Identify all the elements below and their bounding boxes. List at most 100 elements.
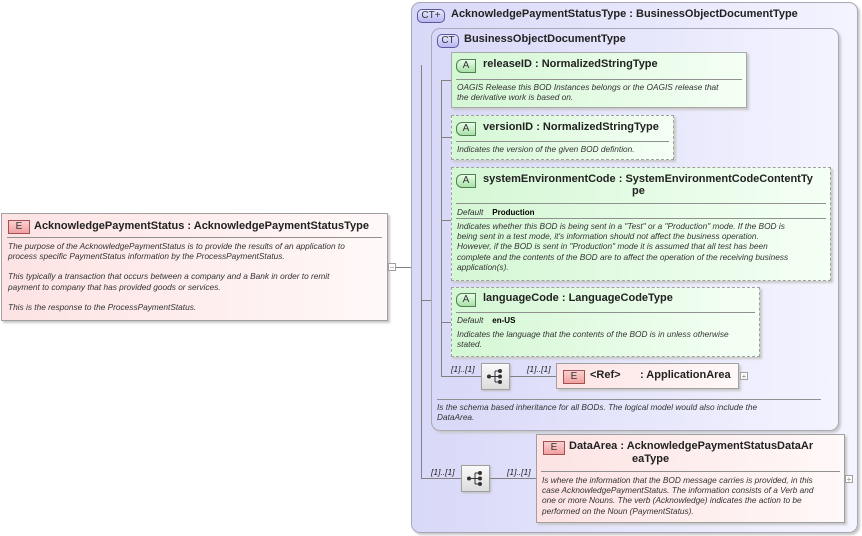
divider [456,203,826,204]
connector [510,376,556,377]
element-type: AcknowledgePaymentStatusDataAr [626,440,814,452]
attribute-name: systemEnvironmentCode [483,173,616,185]
attribute-type: NormalizedStringType [541,58,658,70]
divider [456,312,755,313]
default-label: Default [457,207,484,217]
element-badge: E [8,220,30,234]
element-type-continued: eaType [632,453,670,465]
connector [441,80,451,81]
attribute-description: Indicates the language that the contents… [457,329,729,349]
desc-line: Is where the information that the BOD me… [542,475,813,485]
desc-line: This is the response to the ProcessPayme… [8,301,197,312]
desc-line: stated. [457,339,482,350]
default-value: Production [492,208,535,217]
divider [456,141,669,142]
outer-type-title: AcknowledgePaymentStatusType : BusinessO… [451,8,798,20]
attribute-systemEnvironmentCode[interactable]: A systemEnvironmentCode : SystemEnvironm… [451,167,831,281]
connector [441,376,481,377]
attribute-name: versionID [483,121,534,133]
desc-line: payment to company that has provided goo… [8,281,221,292]
complex-type-extension-badge: CT+ [417,9,445,23]
sequence-icon[interactable] [481,363,510,390]
desc-line: However, if the BOD is sent in "Producti… [457,241,768,252]
connector [490,478,536,479]
attribute-type: SystemEnvironmentCodeContentTy [625,173,813,185]
multiplicity-label: [1]..[1] [527,364,551,374]
attribute-description: Indicates the version of the given BOD d… [457,144,635,154]
attribute-type: LanguageCodeType [568,292,673,304]
root-element-description: The purpose of the AcknowledgePaymentSta… [8,241,345,312]
divider [437,399,821,400]
connector [441,80,442,377]
divider [541,471,840,472]
divider [456,79,742,80]
desc-line: the derivative work is based on. [457,92,574,103]
default-row: Default Production [457,207,535,217]
root-element-box[interactable]: E AcknowledgePaymentStatus : Acknowledge… [1,213,388,321]
desc-line: complete and the contents of the BOD are… [457,251,789,262]
expand-button[interactable]: + [740,372,748,381]
attribute-title: systemEnvironmentCode : SystemEnvironmen… [483,173,813,185]
attribute-type: NormalizedStringType [542,121,659,133]
attribute-title: languageCode : LanguageCodeType [483,292,673,304]
connector [421,300,431,301]
attribute-badge: A [456,59,476,73]
desc-line: being sent in a test mode, it's informat… [457,231,759,242]
attribute-type-continued: pe [632,185,645,197]
multiplicity-label: [1]..[1] [431,467,455,477]
outer-type-name: AcknowledgePaymentStatusType [451,8,627,20]
element-badge: E [543,441,565,455]
multiplicity-label: [1]..[1] [507,467,531,477]
attribute-name: languageCode [483,292,559,304]
element-type: : ApplicationArea [640,369,731,381]
element-description: Is where the information that the BOD me… [542,475,813,516]
desc-line: performed on the Noun (PaymentStatus). [542,505,694,516]
desc-line: The purpose of the AcknowledgePaymentSta… [8,241,345,251]
element-application-area[interactable]: E <Ref> : ApplicationArea [556,363,739,389]
root-element-name: AcknowledgePaymentStatus [34,220,185,232]
complex-type-badge: CT [437,34,459,48]
root-element-type: AcknowledgePaymentStatusType [193,220,369,232]
inner-type-title: BusinessObjectDocumentType [464,33,626,45]
attribute-badge: A [456,293,476,307]
attribute-versionID[interactable]: A versionID : NormalizedStringType Indic… [451,115,674,160]
desc-line: Indicates the language that the contents… [457,329,729,339]
outer-type-base: BusinessObjectDocumentType [636,8,798,20]
attribute-description: Indicates whether this BOD is being sent… [457,221,788,272]
expand-button[interactable]: + [845,475,853,484]
desc-line: application(s). [457,261,509,272]
attribute-name: releaseID [483,58,532,70]
sequence-icon[interactable] [461,465,490,492]
desc-line: OAGIS Release this BOD Instances belongs… [457,82,719,92]
connector [421,65,422,479]
connector [441,220,451,221]
desc-line: case AcknowledgePaymentStatus. The infor… [542,485,814,496]
attribute-badge: A [456,174,476,188]
element-name: DataArea [569,440,618,452]
attribute-languageCode[interactable]: A languageCode : LanguageCodeType Defaul… [451,287,760,357]
connector [441,322,451,323]
root-element-title: AcknowledgePaymentStatus : AcknowledgePa… [34,220,369,232]
connector [396,267,411,268]
divider [7,237,382,238]
desc-line: one or more Nouns. The verb (Acknowledge… [542,495,802,506]
connector [441,137,451,138]
element-badge: E [563,370,585,384]
element-title: DataArea : AcknowledgePaymentStatusDataA… [569,440,814,452]
connector [421,478,461,479]
desc-line: Indicates the version of the given BOD d… [457,144,635,154]
default-value: en-US [492,316,516,325]
desc-line: Indicates whether this BOD is being sent… [457,221,785,231]
attribute-title: versionID : NormalizedStringType [483,121,659,133]
attribute-description: OAGIS Release this BOD Instances belongs… [457,82,718,102]
multiplicity-label: [1]..[1] [451,364,475,374]
element-ref: <Ref> [590,369,621,381]
collapse-button[interactable]: − [388,263,396,272]
desc-line: DataArea. [437,412,475,423]
attribute-releaseID[interactable]: A releaseID : NormalizedStringType OAGIS… [451,52,747,108]
desc-line: process specific PaymentStatus informati… [8,251,285,262]
element-data-area[interactable]: E DataArea : AcknowledgePaymentStatusDat… [536,434,845,523]
desc-line: This typically a transaction that occurs… [8,271,330,282]
inner-type-description: Is the schema based inheritance for all … [437,402,757,422]
